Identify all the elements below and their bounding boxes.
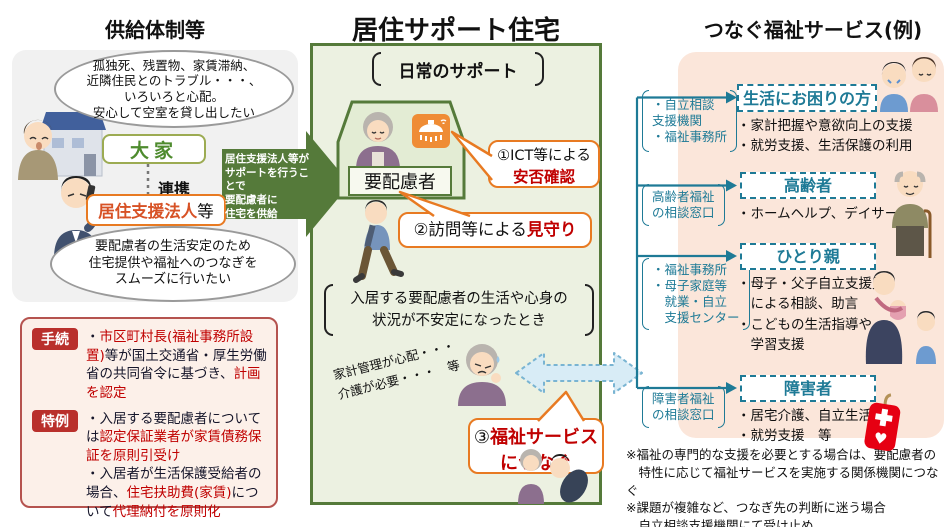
troubled-couple-illustration <box>880 57 938 112</box>
referrer-bracket-4: 障害者福祉 の相談窓口 <box>642 386 725 428</box>
category-life-difficulty: 生活にお困りの方 <box>737 84 877 112</box>
help-mark-icon: ♥ <box>864 393 901 452</box>
support-org-box: 居住支援法人 等 <box>86 194 226 226</box>
resident-label-box: 要配慮者 <box>348 166 452 196</box>
bracket-left <box>324 284 333 336</box>
welfare-services-title: つなぐ福祉サービス(例) <box>703 18 923 42</box>
bracket-left <box>372 52 381 86</box>
referrer-bracket-3: ・福祉事務所 ・母子家庭等 就業・自立 支援センター <box>642 258 750 330</box>
consult-pair-illustration <box>518 449 588 504</box>
landlord-thought-bubble: 孤独死、残置物、家賃滞納、 近隣住民とのトラブル・・・、 いろいろと心配。 安心… <box>54 50 294 128</box>
landlord-label-box: 大家 <box>102 134 206 164</box>
bullets-single-parent: ・母子・父子自立支援員 による相談、助言 ・こどもの生活指導や 学習支援 <box>737 276 886 353</box>
supply-arrow-caption: 居住支援法人等が サポートを行うことで 要配慮者に 住宅を供給 <box>225 153 309 220</box>
org-thought-bubble: 要配慮者の生活安定のため 住宅提供や福祉へのつなぎを スムーズに行いたい <box>50 226 296 302</box>
support-org-name: 居住支援法人 <box>98 202 198 221</box>
resident-illustration <box>356 112 400 170</box>
support-housing-title: 居住サポート住宅 <box>351 16 560 46</box>
svg-text:♥: ♥ <box>872 429 888 449</box>
ceiling-light-icon <box>412 114 450 148</box>
procedure-tag: 手続 <box>32 328 78 350</box>
ict-check-bubble: ①ICT等による 安否確認 <box>488 140 600 188</box>
bracket-right <box>535 52 544 86</box>
category-elderly: 高齢者 <box>740 172 876 199</box>
landlord-label: 大家 <box>129 139 178 162</box>
special-text: ・入居する要配慮者については認定保証業者が家賃債務保証を原則引受け ・入居者が生… <box>86 410 262 520</box>
bracket-right <box>585 284 594 336</box>
category-single-parent: ひとり親 <box>740 243 876 270</box>
elderly-man-illustration <box>892 171 932 258</box>
resident-label: 要配慮者 <box>364 172 436 193</box>
bullets-disabled: ・居宅介護、自立生活援助 ・就労支援 等 <box>737 408 899 445</box>
referrer-bracket-2: 高齢者福祉 の相談窓口 <box>642 184 725 226</box>
bullets-elderly: ・ホームヘルプ、デイサービス <box>737 206 926 222</box>
daily-support-label: 日常のサポート <box>398 61 518 82</box>
footnotes: ※福祉の専門的な支援を必要とする場合は、要配慮者の 特性に応じて福祉サービスを実… <box>626 447 939 527</box>
special-tag: 特例 <box>32 409 78 432</box>
procedure-row: 手続 ・市区町村長(福祉事務所設置)等が国土交通省・厚生労働省の共同省令に基づき… <box>32 328 268 403</box>
scheme-box: 手続 ・市区町村長(福祉事務所設置)等が国土交通省・厚生労働省の共同省令に基づき… <box>20 317 278 520</box>
special-row: 特例 ・入居する要配慮者については認定保証業者が家賃債務保証を原則引受け ・入居… <box>32 409 268 522</box>
worried-resident-illustration <box>458 344 506 406</box>
supply-title: 供給体制等 <box>105 18 205 42</box>
visitor-illustration <box>353 200 404 283</box>
unstable-text: 入居する要配慮者の生活や心身の 状況が不安定になったとき <box>350 290 568 329</box>
referrer-bracket-1: ・自立相談 支援機関 ・福祉事務所 <box>642 90 738 152</box>
daily-support-block: 日常のサポート <box>372 52 544 86</box>
visit-watch-bubble: ②訪問等による見守り <box>398 212 592 248</box>
category-disabled: 障害者 <box>740 375 876 402</box>
worry-text: 家計管理が心配・・・ 介護が必要・・・ 等 <box>331 337 462 402</box>
bullets-life-difficulty: ・家計把握や意欲向上の支援 ・就労支援、生活保護の利用 <box>737 118 913 155</box>
single-parent-illustration <box>865 271 936 364</box>
procedure-text: ・市区町村長(福祉事務所設置)等が国土交通省・厚生労働省の共同省令に基づき、計画… <box>86 329 267 401</box>
unstable-block: 入居する要配慮者の生活や心身の 状況が不安定になったとき <box>324 284 594 336</box>
support-org-suffix: 等 <box>197 202 214 221</box>
